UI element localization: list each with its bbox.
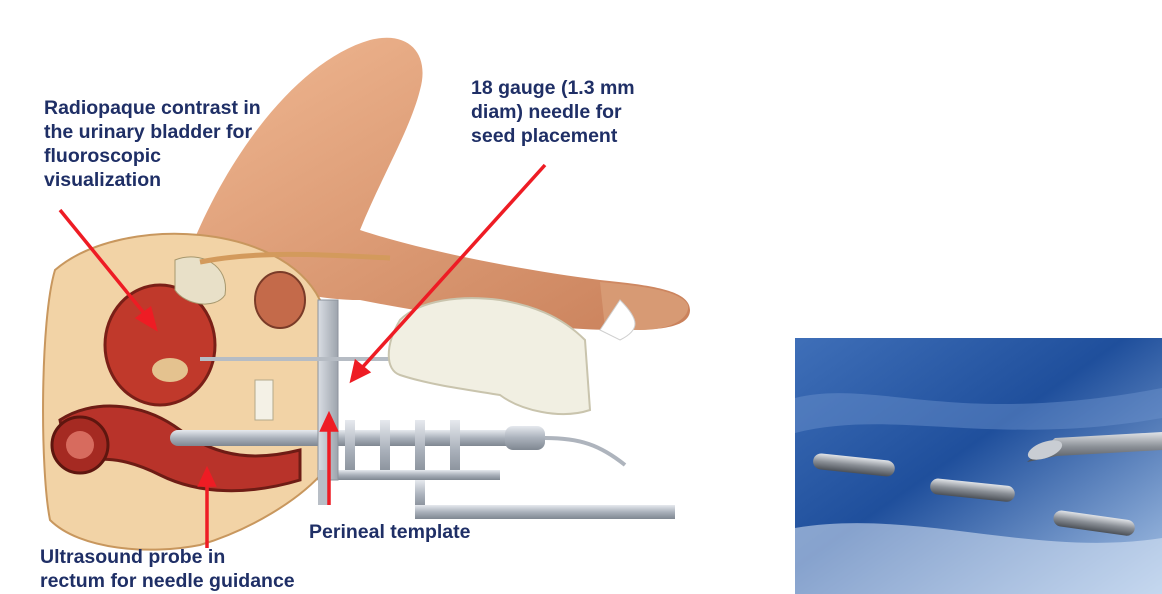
label-line: the urinary bladder for	[44, 120, 261, 144]
label-line: Perineal template	[309, 520, 470, 544]
label-line: fluoroscopic	[44, 144, 261, 168]
label-line: visualization	[44, 168, 261, 192]
label-line: Radiopaque contrast in	[44, 96, 261, 120]
label-line: rectum for needle guidance	[40, 569, 295, 593]
label-line: seed placement	[471, 124, 635, 148]
label-line: diam) needle for	[471, 100, 635, 124]
seed-photo	[795, 338, 1162, 594]
label-perineal-template: Perineal template	[309, 520, 470, 544]
label-needle: 18 gauge (1.3 mm diam) needle for seed p…	[471, 76, 635, 148]
label-line: 18 gauge (1.3 mm	[471, 76, 635, 100]
label-bladder-contrast: Radiopaque contrast in the urinary bladd…	[44, 96, 261, 192]
label-line: Ultrasound probe in	[40, 545, 295, 569]
label-ultrasound-probe: Ultrasound probe in rectum for needle gu…	[40, 545, 295, 593]
